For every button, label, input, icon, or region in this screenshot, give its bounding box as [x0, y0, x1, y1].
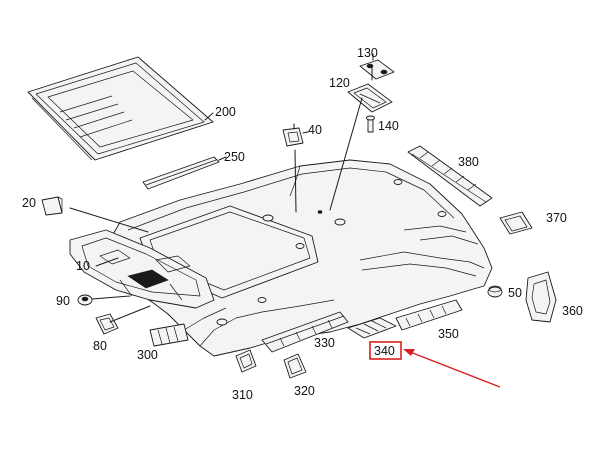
callout-310: 310: [232, 388, 253, 402]
callout-10: 10: [76, 259, 90, 273]
callout-130: 130: [357, 46, 378, 60]
callout-50: 50: [508, 286, 522, 300]
part-370-bracket: [499, 211, 533, 235]
callout-360: 360: [562, 304, 583, 318]
part-310-bracket: [235, 349, 257, 373]
part-340-insulation-pad: [347, 317, 397, 339]
callout-20: 20: [22, 196, 36, 210]
part-90-grommet: [77, 294, 93, 306]
callout-250: 250: [224, 150, 245, 164]
callout-320: 320: [294, 384, 315, 398]
callout-300: 300: [137, 348, 158, 362]
callout-labels: 130 120 140 200 40 250 380 20 370 10 50 …: [22, 46, 583, 402]
part-200-sunroof-panel: [27, 56, 214, 161]
highlight-340: [369, 341, 501, 388]
highlight-box: [369, 341, 402, 360]
callout-330: 330: [314, 336, 335, 350]
part-20-block: [41, 196, 63, 216]
part-50-plug: [487, 285, 503, 298]
callout-200: 200: [215, 105, 236, 119]
part-40-clip: [282, 123, 309, 147]
callout-340: 340: [374, 344, 395, 358]
part-120-reading-light: [347, 83, 393, 113]
callout-350: 350: [438, 327, 459, 341]
part-320-clip: [283, 353, 307, 379]
part-10-front-console: [69, 229, 215, 309]
callout-380: 380: [458, 155, 479, 169]
part-250-trim-strip: [142, 156, 227, 190]
callout-90: 90: [56, 294, 70, 308]
highlight-arrow: [409, 351, 501, 388]
part-380-insulation-strip: [407, 145, 493, 207]
part-300-pad: [149, 323, 189, 347]
callout-80: 80: [93, 339, 107, 353]
part-350-strip: [395, 299, 463, 331]
part-130-bracket: [359, 53, 395, 80]
part-330-rail: [261, 311, 349, 353]
callout-140: 140: [378, 119, 399, 133]
part-140-screw: [366, 115, 375, 133]
highlight-arrowhead: [403, 349, 415, 356]
callout-40: 40: [308, 123, 322, 137]
leader-lines: [69, 67, 373, 323]
callout-370: 370: [546, 211, 567, 225]
part-360-trim-piece: [525, 271, 557, 323]
callout-120: 120: [329, 76, 350, 90]
part-80-cover: [95, 313, 119, 335]
